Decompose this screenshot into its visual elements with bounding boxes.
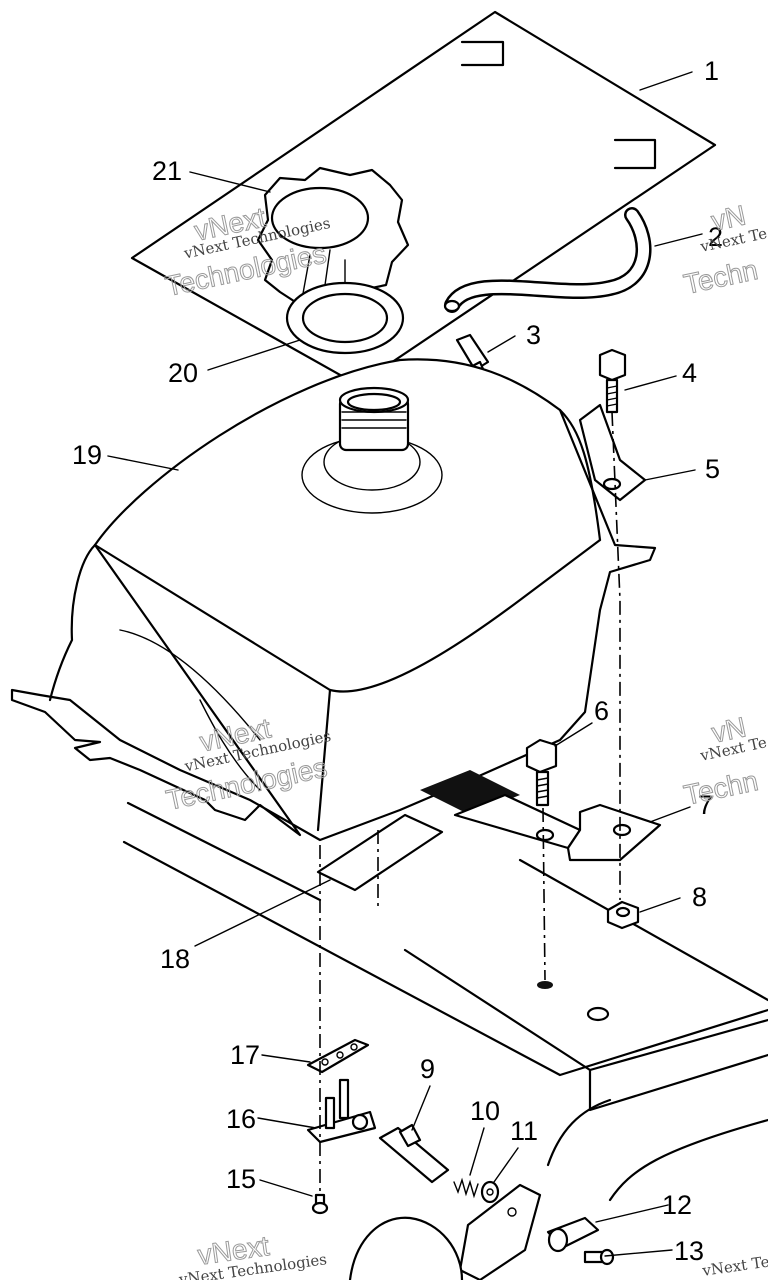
callout-19: 19 — [72, 440, 102, 470]
assembly-centerlines — [319, 411, 621, 1195]
watermark-right-mid: vN vNext Te Techn — [681, 711, 768, 812]
callout-11: 11 — [510, 1116, 538, 1146]
callout-20: 20 — [168, 358, 198, 388]
part-4-bolt — [598, 348, 627, 414]
part-10-spring — [453, 1177, 479, 1199]
part-18-pad — [316, 813, 444, 892]
part-12-knob — [546, 1216, 600, 1253]
part-20-gasket — [285, 281, 405, 355]
callout-16: 16 — [226, 1104, 256, 1134]
part-13-screw — [583, 1248, 615, 1266]
callout-15: 15 — [226, 1164, 256, 1194]
frame-rails — [122, 801, 768, 1202]
part-7-strap — [420, 770, 662, 862]
watermark-rm-line1: vN — [709, 711, 749, 748]
leader-lines — [107, 71, 703, 1257]
watermark-bottom: vNext vNext Technologies — [177, 1230, 328, 1280]
watermark-rm-big: Techn — [681, 765, 761, 811]
part-1-cover-plate — [130, 10, 717, 387]
callout-8: 8 — [692, 882, 707, 912]
watermark-rt-big: Techn — [681, 254, 761, 300]
callout-12: 12 — [662, 1190, 692, 1220]
engine-part — [348, 1216, 464, 1280]
callout-4: 4 — [682, 358, 697, 388]
callout-labels: 1 2 3 4 5 6 7 8 9 10 11 12 13 15 16 17 1… — [72, 56, 723, 1266]
watermark-bottom-right: vNext Te — [700, 1253, 768, 1280]
callout-2: 2 — [708, 222, 723, 252]
part-2-vent-hose — [443, 207, 652, 313]
part-19-fuel-tank — [10, 358, 657, 842]
callout-17: 17 — [230, 1040, 260, 1070]
callout-10: 10 — [470, 1096, 500, 1126]
watermark-right-top: vN vNext Te Techn — [681, 199, 768, 301]
mount-bracket — [458, 1183, 542, 1280]
callout-5: 5 — [705, 454, 720, 484]
callout-9: 9 — [420, 1054, 435, 1084]
callout-21: 21 — [152, 156, 182, 186]
callout-18: 18 — [160, 944, 190, 974]
callout-7: 7 — [698, 790, 713, 820]
part-21-fuel-cap — [256, 166, 410, 326]
callout-1: 1 — [704, 56, 719, 86]
part-9-fuel-line — [378, 1123, 450, 1184]
part-8-nut — [606, 900, 640, 930]
callout-13: 13 — [674, 1236, 704, 1266]
part-17-plate — [306, 1038, 370, 1074]
watermark-rt-line1: vN — [708, 199, 748, 236]
part-11-washer — [480, 1180, 500, 1204]
callout-6: 6 — [594, 696, 609, 726]
part-15-screw — [311, 1193, 329, 1215]
callout-3: 3 — [526, 320, 541, 350]
part-6-bolt — [525, 738, 558, 807]
watermark-br-small: vNext Te — [700, 1253, 768, 1280]
part-16-fuel-valve — [306, 1078, 377, 1144]
